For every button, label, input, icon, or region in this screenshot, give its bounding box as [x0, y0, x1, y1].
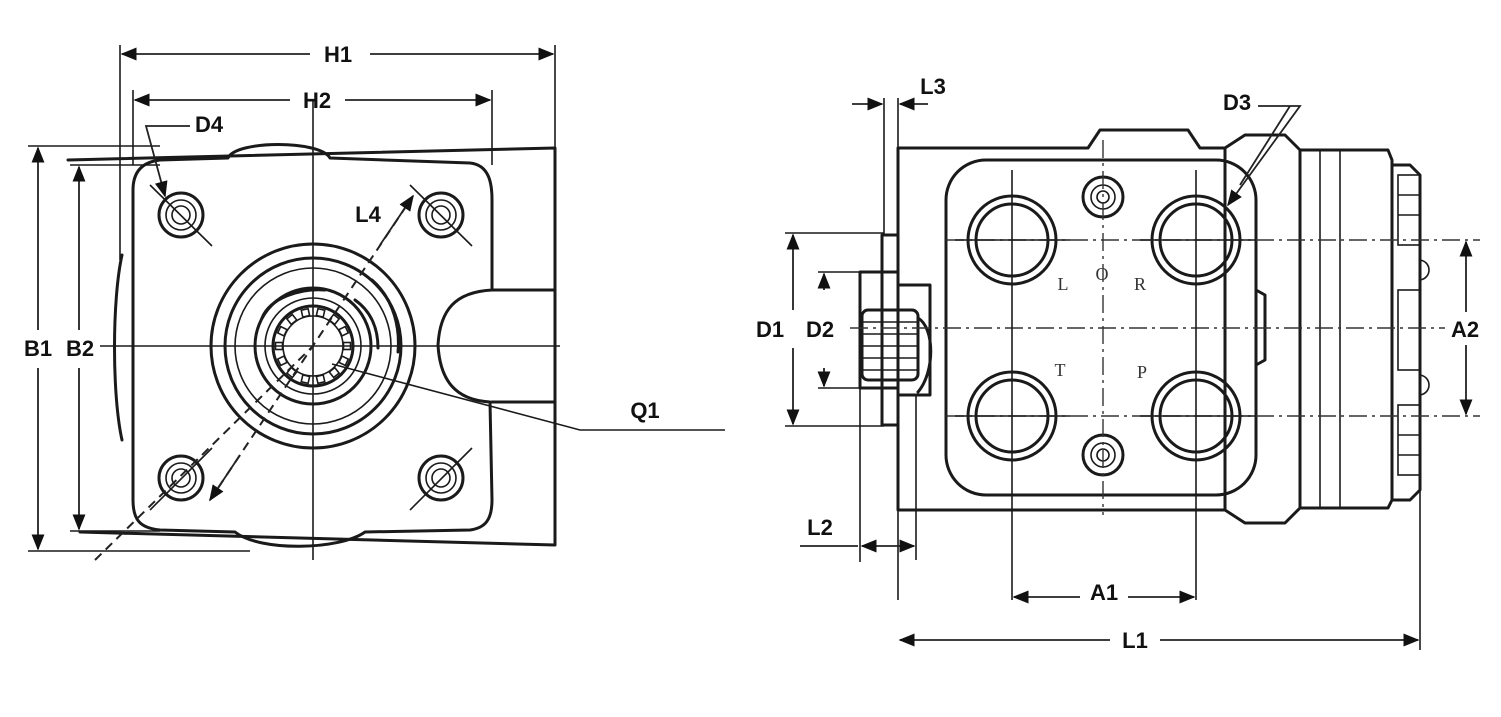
spline-tooth: [276, 355, 289, 367]
leader-d4: [144, 125, 190, 198]
dimension-l2: [800, 388, 916, 562]
label-b2: B2: [66, 336, 94, 361]
mounting-flange: [131, 143, 494, 548]
spline-tooth: [337, 355, 350, 367]
dimension-h2: [132, 90, 493, 165]
label-b1: B1: [24, 336, 52, 361]
dimension-b1: [28, 145, 250, 552]
label-h1: H1: [324, 42, 352, 67]
spline-tooth: [328, 313, 341, 326]
spline-tooth: [337, 325, 350, 337]
dimension-d2: [817, 271, 860, 389]
label-l2: L2: [807, 515, 833, 540]
dimension-h1: [119, 45, 556, 260]
spline-tooth: [285, 313, 298, 326]
dimension-b2: [70, 164, 160, 532]
spline-tooth: [300, 373, 311, 385]
label-d4: D4: [195, 112, 224, 137]
spline-tooth: [315, 373, 326, 385]
label-d3: D3: [1223, 90, 1251, 115]
bolt-hole-bottom-left: [157, 454, 205, 502]
leader-d3: [1227, 105, 1302, 207]
spline-tooth: [300, 307, 311, 319]
port-label-p: P: [1137, 362, 1147, 382]
dimension-l3: [852, 97, 928, 235]
port-label-t: T: [1055, 360, 1066, 380]
spline-tooth: [315, 307, 326, 319]
spline-tooth: [276, 325, 289, 337]
valve-body: [896, 128, 1227, 512]
side-view: L O R T P: [756, 74, 1480, 653]
label-a2: A2: [1451, 317, 1479, 342]
label-l4: L4: [355, 202, 381, 227]
port-label-l: L: [1058, 274, 1069, 294]
bolt-hole-top-right: [417, 191, 465, 239]
body-flange: [1223, 133, 1302, 525]
label-l3: L3: [920, 74, 946, 99]
label-q1: Q1: [630, 398, 659, 423]
dimension-d1: [785, 232, 884, 427]
label-d1: D1: [756, 317, 784, 342]
dimension-l1: [898, 480, 1421, 650]
label-h2: H2: [303, 88, 331, 113]
label-a1: A1: [1090, 580, 1118, 605]
dimension-l4: [209, 194, 414, 502]
leader-q1: [331, 363, 725, 431]
label-l1: L1: [1122, 628, 1148, 653]
front-center-lines: [94, 100, 560, 561]
bolt-hole-top-left: [157, 191, 205, 239]
spline-tooth: [328, 366, 341, 379]
port-label-o: O: [1096, 264, 1109, 284]
side-center-lines: [850, 140, 1480, 600]
bolt-hole-bottom-right: [417, 454, 465, 502]
input-shaft: [858, 233, 933, 600]
front-view: H1 H2 D4 L4 B1 B2 Q1: [24, 42, 725, 561]
port-label-r: R: [1134, 274, 1146, 294]
label-d2: D2: [806, 317, 834, 342]
motor-section: [1298, 148, 1394, 510]
end-cap: [1390, 163, 1430, 502]
